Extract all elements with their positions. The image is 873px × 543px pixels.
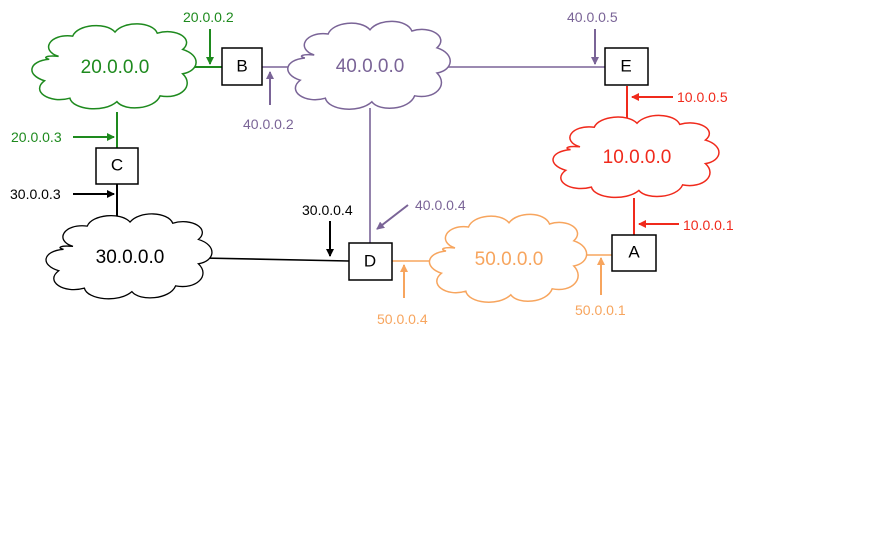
router-label: C (111, 155, 123, 174)
arrow-d-40 (376, 204, 409, 230)
ip-label-e-10: 10.0.0.5 (677, 89, 728, 105)
ip-label-a-10: 10.0.0.1 (683, 217, 734, 233)
network-label-30: 30.0.0.0 (96, 247, 165, 268)
links (116, 66, 635, 262)
link-n30-d (201, 257, 350, 262)
ip-label-c-30: 30.0.0.3 (10, 186, 61, 202)
router-label: E (620, 56, 631, 75)
network-label-10: 10.0.0.0 (603, 147, 672, 168)
ip-label-d-30: 30.0.0.4 (302, 202, 353, 218)
router-b: B (221, 47, 263, 86)
cloud-shape (553, 115, 719, 197)
interface-arrows (73, 29, 679, 298)
cloud-net-10: 10.0.0.0 (553, 115, 719, 197)
network-label-20: 20.0.0.0 (81, 57, 150, 78)
router-box (611, 234, 657, 272)
interface-labels: 20.0.0.2 40.0.0.2 20.0.0.3 30.0.0.3 30.0… (10, 9, 734, 327)
network-label-50: 50.0.0.0 (475, 249, 544, 270)
cloud-net-40: 40.0.0.0 (288, 21, 450, 109)
ip-label-a-50: 50.0.0.1 (575, 302, 626, 318)
ip-label-e-40: 40.0.0.5 (567, 9, 618, 25)
ip-label-d-50: 50.0.0.4 (377, 311, 428, 327)
router-box (604, 47, 649, 86)
router-label: A (628, 242, 640, 261)
cloud-net-30: 30.0.0.0 (46, 214, 212, 299)
router-box (348, 242, 393, 281)
router-a: A (611, 234, 657, 272)
ip-label-b-20: 20.0.0.2 (183, 9, 234, 25)
ip-label-c-20: 20.0.0.3 (11, 129, 62, 145)
cloud-shape (46, 214, 212, 299)
router-d: D (348, 242, 393, 281)
network-label-40: 40.0.0.0 (336, 56, 405, 77)
router-label: D (364, 251, 376, 270)
router-e: E (604, 47, 649, 86)
cloud-shape (429, 214, 586, 302)
router-label: B (236, 56, 247, 75)
router-box (221, 47, 263, 86)
cloud-shape (288, 21, 450, 109)
cloud-net-50: 50.0.0.0 (429, 214, 586, 302)
ip-label-d-40: 40.0.0.4 (415, 197, 466, 213)
cloud-shape (32, 24, 196, 109)
router-c: C (95, 147, 139, 185)
ip-label-b-40: 40.0.0.2 (243, 116, 294, 132)
router-box (95, 147, 139, 185)
cloud-net-20: 20.0.0.0 (32, 24, 196, 109)
